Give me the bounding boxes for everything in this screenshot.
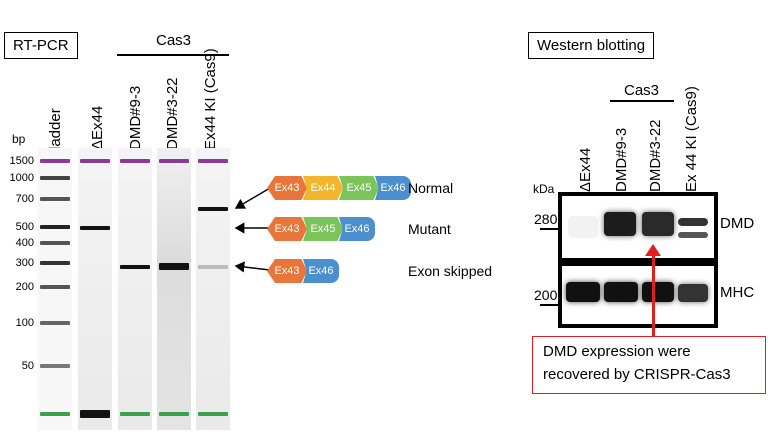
gel-lane-dex44	[78, 148, 112, 430]
gel-lane-dmd3-22	[157, 148, 191, 430]
protein-label-mhc: MHC	[720, 284, 755, 301]
dmd-band-dmd3-22	[642, 212, 674, 236]
kda-unit-label: kDa	[533, 182, 555, 196]
blot-panel-dmd	[558, 192, 718, 262]
callout-box: DMD expression were recovered by CRISPR-…	[532, 336, 766, 394]
marker-band-lower	[159, 412, 189, 416]
bp-marker-500: 500	[15, 221, 34, 233]
ladder-band	[40, 285, 70, 289]
product-band	[159, 263, 189, 270]
marker-band-lower	[198, 412, 228, 416]
bp-marker-100: 100	[15, 317, 34, 329]
mhc-band-dex44	[566, 282, 600, 302]
rtpcr-title: RT-PCR	[4, 32, 78, 59]
mhc-band-dmd3-22	[642, 282, 674, 302]
callout-line-2: recovered by CRISPR-Cas3	[543, 366, 731, 383]
bp-marker-700: 700	[15, 193, 34, 205]
ladder-band	[40, 261, 70, 265]
rtpcr-lane-label-ex44ki: Ex44 KI (Cas9)	[202, 48, 219, 150]
gel-lane-ladder	[38, 148, 72, 430]
exon-46: Ex46	[339, 217, 375, 241]
gel-lane-ex44ki	[196, 148, 230, 430]
bp-marker-50: 50	[21, 360, 34, 372]
rtpcr-lane-label-dex44: ΔEx44	[89, 105, 106, 150]
marker-band-lower	[80, 410, 110, 418]
exon-row-normal: Ex43 Ex44 Ex45 Ex46	[267, 176, 411, 200]
dmd-band-ex44ki-lower	[678, 232, 708, 238]
protein-label-dmd: DMD	[720, 215, 755, 232]
rtpcr-lane-label-dmd3-22: DMD#3-22	[164, 77, 181, 150]
kda-marker-280: 280	[534, 211, 558, 227]
wb-lane-label-dmd3-22: DMD#3-22	[647, 119, 664, 192]
callout-arrow-shaft	[652, 252, 655, 336]
marker-band-lower	[120, 412, 150, 416]
western-title: Western blotting	[528, 32, 655, 59]
arrow-normal	[234, 187, 271, 209]
western-cas3-label: Cas3	[624, 82, 660, 99]
rtpcr-lane-label-ladder: ladder	[47, 108, 64, 150]
bp-marker-1000: 1000	[9, 172, 34, 184]
ladder-band	[40, 412, 70, 416]
exon-43: Ex43	[267, 217, 307, 241]
blot-panel-mhc	[558, 262, 718, 328]
exon-45: Ex45	[339, 176, 379, 200]
bp-marker-400: 400	[15, 237, 34, 249]
callout-line-1: DMD expression were	[543, 343, 691, 360]
callout-arrow-head	[645, 244, 661, 256]
product-band	[120, 265, 150, 269]
ladder-band	[40, 364, 70, 368]
ladder-band	[40, 197, 70, 201]
mhc-band-ex44ki	[678, 284, 708, 302]
schematic-label-skipped: Exon skipped	[408, 263, 493, 279]
bp-unit-label: bp	[12, 132, 26, 146]
band-arrows	[234, 187, 271, 273]
bp-marker-1500: 1500	[9, 155, 34, 167]
product-band	[80, 226, 110, 230]
exon-row-mutant: Ex43 Ex45 Ex46	[267, 217, 375, 241]
product-band-faint	[198, 265, 228, 269]
marker-band-upper	[198, 159, 228, 163]
exon-44: Ex44	[303, 176, 343, 200]
marker-band-upper	[159, 159, 189, 163]
wb-lane-label-dex44: ΔEx44	[577, 147, 594, 192]
exon-46: Ex46	[375, 176, 411, 200]
wb-lane-label-dmd9-3: DMD#9-3	[613, 127, 630, 192]
bp-marker-300: 300	[15, 257, 34, 269]
marker-band-upper	[80, 159, 110, 163]
ladder-band	[40, 225, 70, 229]
arrow-skipped	[234, 261, 271, 273]
western-cas3-bracket	[610, 100, 674, 102]
dmd-band-ex44ki	[678, 218, 708, 226]
ladder-band	[40, 176, 70, 180]
gel-image	[38, 148, 238, 430]
bp-marker-200: 200	[15, 281, 34, 293]
product-band	[198, 207, 228, 211]
exon-43: Ex43	[267, 259, 307, 283]
schematic-label-normal: Normal	[408, 180, 454, 196]
rtpcr-lane-label-dmd9-3: DMD#9-3	[127, 85, 144, 150]
mhc-band-dmd9-3	[604, 282, 638, 302]
exon-row-skipped: Ex43 Ex46	[267, 259, 339, 283]
exon-46: Ex46	[303, 259, 339, 283]
gel-lane-dmd9-3	[118, 148, 152, 430]
dmd-band-dmd9-3	[604, 212, 636, 236]
schematic-label-mutant: Mutant	[408, 221, 451, 237]
marker-band-upper	[120, 159, 150, 163]
dmd-band-dex44	[568, 216, 598, 238]
rtpcr-cas3-bracket	[117, 54, 229, 56]
ladder-band	[40, 159, 70, 163]
kda-tick-280	[540, 228, 562, 230]
ladder-band	[40, 321, 70, 325]
kda-tick-200	[540, 304, 562, 306]
ladder-band	[40, 241, 70, 245]
exon-45: Ex45	[303, 217, 343, 241]
exon-43: Ex43	[267, 176, 307, 200]
kda-marker-200: 200	[534, 287, 558, 303]
wb-lane-label-ex44ki: Ex 44 KI (Cas9)	[683, 86, 700, 192]
rtpcr-cas3-label: Cas3	[156, 32, 192, 49]
